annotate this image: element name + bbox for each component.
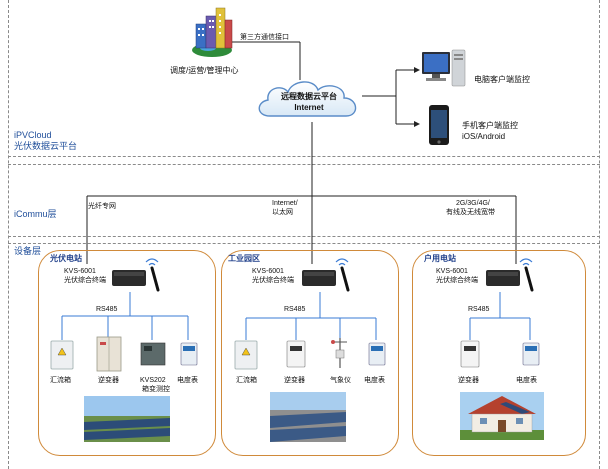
separator-device-2	[8, 243, 600, 244]
pc-client	[420, 48, 468, 90]
panel-title-industrial-park: 工业园区	[228, 254, 260, 263]
network-wireless-label-2: 有线及无线宽带	[446, 209, 495, 216]
device-label-box-monitor: 箱变测控	[142, 386, 170, 393]
panel-title-pv-station: 光伏电站	[50, 254, 82, 263]
weather-station	[330, 334, 350, 370]
inverter-icon	[460, 340, 480, 368]
cloud-platform: 远程数据云平台 Internet	[252, 76, 366, 124]
kvs202-icon	[140, 342, 166, 366]
left-border	[8, 0, 9, 469]
separator-cloud	[8, 156, 600, 157]
terminal-desc-3: 光伏综合终端	[436, 277, 478, 284]
electric-meter-icon	[368, 342, 386, 366]
control-center	[188, 6, 236, 58]
cloud-icon	[258, 81, 357, 117]
separator-icommu	[8, 164, 600, 165]
separator-device	[8, 236, 600, 237]
terminal-device-1	[110, 256, 170, 292]
network-internet-label-2: 以太网	[272, 209, 293, 216]
device-label-kvs202: KVS202	[140, 377, 166, 384]
pc-client-label: 电脑客户端监控	[474, 75, 530, 84]
solar-field-image	[84, 396, 170, 442]
layer-label-device: 设备层	[14, 246, 42, 256]
bus-label-1: RS485	[96, 306, 118, 313]
inverter-3	[460, 340, 480, 368]
weather-station-icon	[331, 338, 347, 368]
right-border	[599, 0, 600, 469]
buildings-globe-icon	[192, 7, 233, 57]
device-label-weather: 气象仪	[330, 377, 351, 384]
house-solar-roof-image	[460, 392, 544, 440]
combiner-box-icon	[50, 340, 74, 370]
device-label-meter-1: 电度表	[177, 377, 198, 384]
bus-label-2: RS485	[284, 306, 306, 313]
network-wireless-label-1: 2G/3G/4G/	[456, 200, 490, 207]
third-party-interface-label: 第三方通信接口	[240, 34, 289, 41]
industrial-roof-photo	[270, 392, 346, 442]
electric-meter-2	[368, 342, 386, 366]
layer-label-cloud-en: iPVCloud	[14, 130, 52, 140]
terminal-router-icon	[112, 258, 160, 292]
terminal-device-2	[300, 256, 360, 292]
combiner-box-icon	[234, 340, 258, 370]
terminal-model-2: KVS-6001	[252, 268, 284, 275]
mobile-client	[428, 104, 450, 146]
mobile-client-label-1: 手机客户端监控	[462, 121, 518, 130]
terminal-model-1: KVS-6001	[64, 268, 96, 275]
device-label-meter-3: 电度表	[516, 377, 537, 384]
electric-meter-1	[180, 342, 198, 366]
house-photo	[460, 392, 544, 440]
cloud-sub: Internet	[294, 103, 324, 112]
smartphone-icon	[429, 105, 449, 145]
industrial-roof-solar-image	[270, 392, 346, 442]
inverter-2	[286, 340, 306, 368]
panel-title-household: 户用电站	[424, 254, 456, 263]
device-label-inverter-1: 逆变器	[98, 377, 119, 384]
inverter-cabinet	[96, 336, 122, 372]
network-fiber-label: 光纤专网	[88, 203, 116, 210]
layer-label-icommu: iCommu层	[14, 209, 57, 219]
combiner-box-2	[234, 340, 258, 370]
combiner-box	[50, 340, 74, 370]
terminal-device-3	[484, 256, 544, 292]
desktop-computer-icon	[422, 49, 466, 87]
panel-household	[412, 250, 586, 456]
device-label-meter-2: 电度表	[364, 377, 385, 384]
terminal-desc-1: 光伏综合终端	[64, 277, 106, 284]
bus-label-3: RS485	[468, 306, 490, 313]
panel-pv-station	[38, 250, 216, 456]
electric-meter-3	[522, 342, 540, 366]
electric-meter-icon	[180, 342, 198, 366]
device-label-inverter-2: 逆变器	[284, 377, 305, 384]
device-label-inverter-3: 逆变器	[458, 377, 479, 384]
terminal-model-3: KVS-6001	[436, 268, 468, 275]
network-internet-label-1: Internet/	[272, 200, 298, 207]
panel-industrial-park	[221, 250, 399, 456]
kvs202-cabinet	[140, 342, 166, 366]
electric-meter-icon	[522, 342, 540, 366]
control-center-label: 调度/运营/管理中心	[170, 66, 239, 75]
inverter-icon	[286, 340, 306, 368]
device-label-combiner: 汇流箱	[50, 377, 71, 384]
terminal-router-icon	[302, 258, 350, 292]
mobile-client-label-2: iOS/Android	[462, 132, 506, 141]
layer-label-cloud-cn: 光伏数据云平台	[14, 141, 78, 151]
pv-field-photo	[84, 396, 170, 442]
cloud-name: 远程数据云平台	[281, 92, 337, 101]
inverter-cabinet-icon	[96, 336, 122, 372]
terminal-desc-2: 光伏综合终端	[252, 277, 294, 284]
device-label-combiner-2: 汇流箱	[236, 377, 257, 384]
terminal-router-icon	[486, 258, 534, 292]
